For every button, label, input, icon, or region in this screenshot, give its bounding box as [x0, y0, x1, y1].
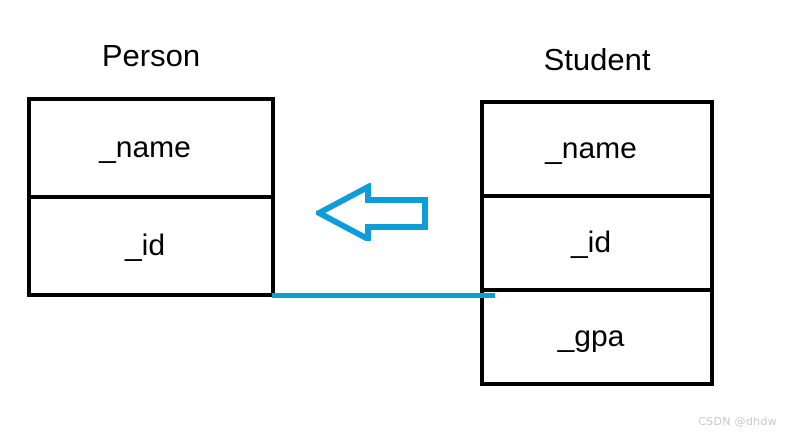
- class-member-row[interactable]: _name: [484, 104, 710, 194]
- class-member-row[interactable]: _name: [31, 101, 271, 195]
- class-member-label: _id: [570, 226, 612, 259]
- class-member-label: _id: [124, 229, 166, 262]
- class-member-row[interactable]: _id: [484, 194, 710, 288]
- class-box-person[interactable]: _name _id: [27, 97, 275, 297]
- class-member-row[interactable]: _id: [31, 195, 271, 293]
- class-member-row[interactable]: _gpa: [484, 288, 710, 382]
- class-member-label: _name: [545, 132, 637, 165]
- left-arrow-icon: [316, 183, 428, 241]
- arrow-outline: [316, 183, 428, 241]
- class-member-label: _gpa: [557, 320, 625, 353]
- class-member-label: _name: [99, 131, 191, 164]
- connector-line: [272, 293, 495, 298]
- class-title-person: Person: [101, 38, 201, 73]
- watermark-text: CSDN @dhdw: [698, 415, 777, 428]
- class-title-student: Student: [543, 42, 651, 77]
- class-box-student[interactable]: _name _id _gpa: [480, 100, 714, 386]
